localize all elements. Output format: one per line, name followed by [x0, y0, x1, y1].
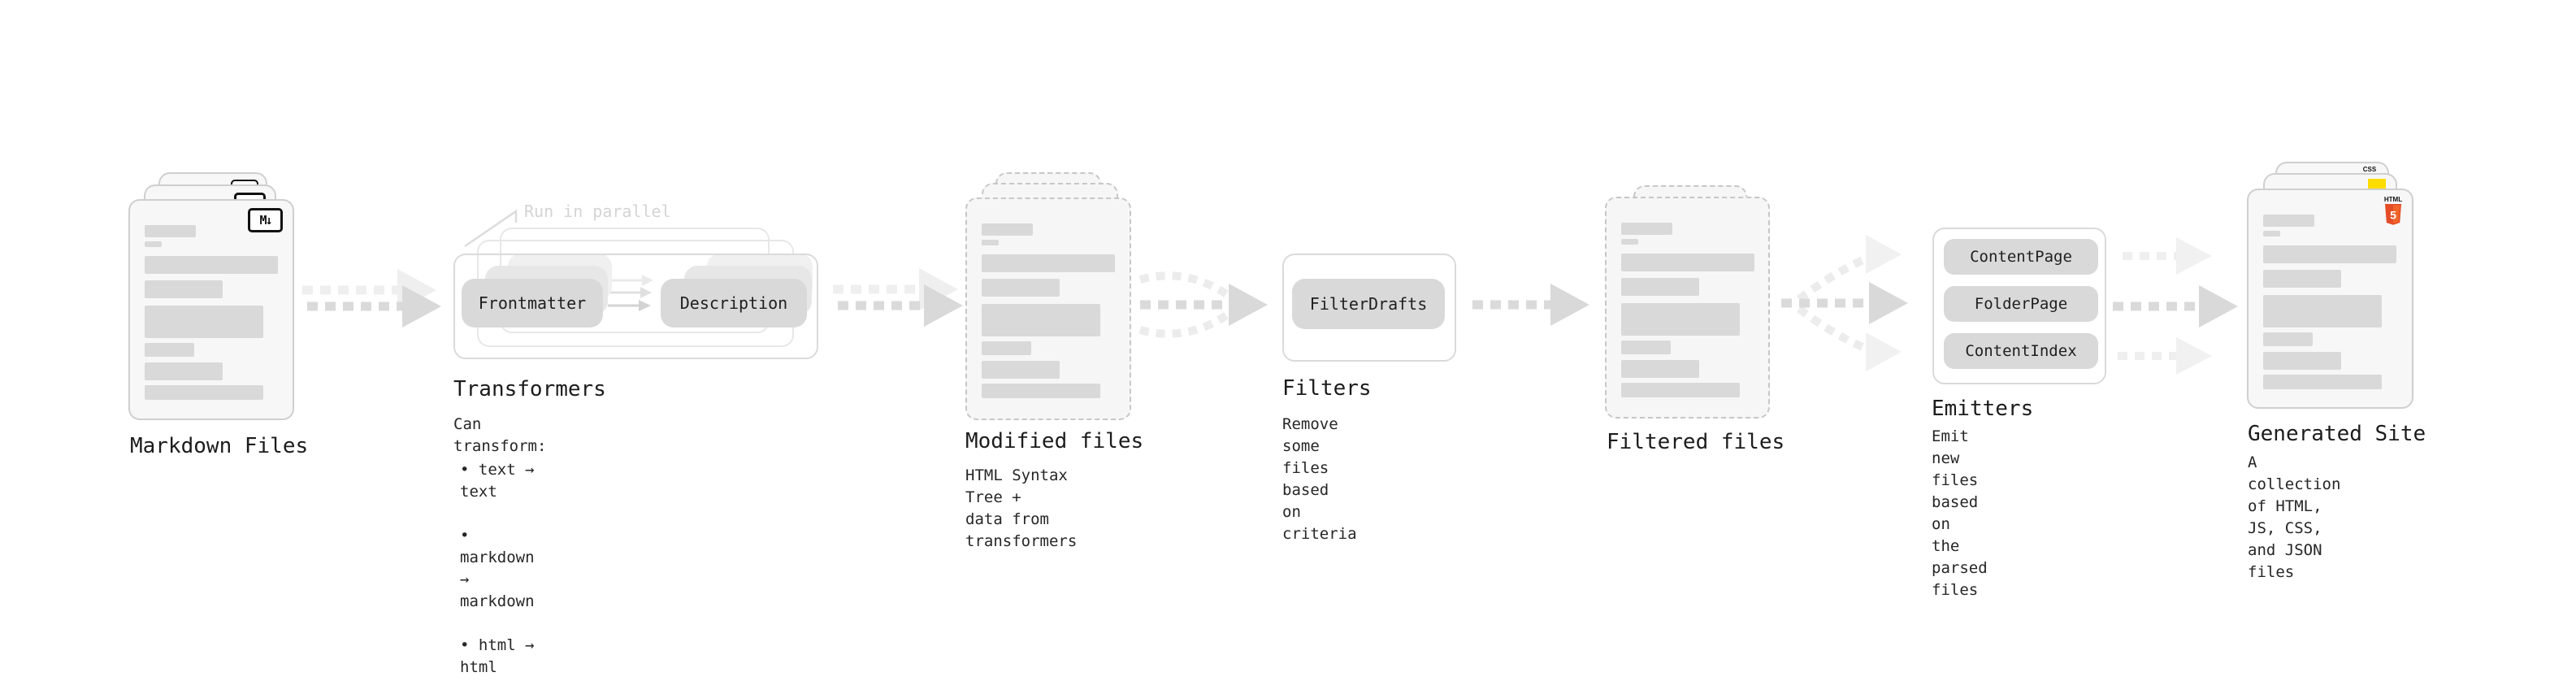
emitters-frame [1932, 228, 2106, 384]
arrow-markdown-to-transformers [302, 269, 441, 327]
emitters-caption: Emit new files based on the parsed files [1932, 427, 1988, 599]
modified-caption: HTML Syntax Tree + data from transformer… [965, 466, 1078, 550]
placeholder-text-bar [145, 385, 263, 400]
annotation-leader-line [464, 209, 518, 248]
placeholder-text-bar [982, 361, 1060, 379]
transformers-caption-heading: Can transform: [453, 415, 547, 455]
document-content-placeholder [1607, 198, 1768, 397]
svg-text:HTML: HTML [2384, 196, 2402, 203]
placeholder-text-bar [982, 240, 999, 245]
bullet-item: • text → text [460, 461, 535, 501]
markdown-icon: M↓ [248, 208, 283, 232]
stage-title-filters: Filters [1282, 376, 1372, 401]
arrow-filtered-to-emitters [1781, 235, 1908, 371]
placeholder-text-bar [145, 241, 162, 247]
placeholder-text-bar [982, 279, 1060, 297]
stage-title-filtered: Filtered files [1607, 430, 1785, 454]
stage-title-emitters: Emitters [1932, 397, 2034, 421]
transformers-bullet-list: • text → text • markdown → markdown • ht… [460, 437, 535, 681]
transformer-frame-front [453, 254, 818, 359]
emitter-node-contentpage: ContentPage [1944, 239, 2098, 275]
placeholder-text-bar [1621, 278, 1699, 296]
js-file-icon [2368, 179, 2386, 191]
placeholder-text-bar [982, 341, 1031, 355]
placeholder-text-bar [2263, 352, 2341, 370]
arrow-transformers-to-modified [833, 268, 963, 327]
placeholder-text-bar [145, 280, 223, 298]
html5-icon: HTML 5 [2384, 196, 2402, 225]
placeholder-text-bar [2263, 332, 2313, 346]
placeholder-text-bar [1621, 239, 1638, 245]
svg-text:5: 5 [2390, 209, 2396, 222]
generated-doc-html: HTML 5 [2247, 189, 2413, 409]
filters-caption: Remove some files based on criteria [1282, 415, 1357, 543]
generated-caption: A collection of HTML, JS, CSS, and JSON … [2248, 453, 2341, 581]
placeholder-text-bar [2263, 375, 2382, 389]
placeholder-text-bar [145, 343, 194, 357]
placeholder-text-bar [2263, 215, 2314, 227]
stage-title-modified: Modified files [965, 429, 1144, 453]
placeholder-text-bar [1621, 383, 1740, 397]
placeholder-text-bar [982, 223, 1033, 236]
run-in-parallel-label: Run in parallel [524, 202, 671, 221]
placeholder-text-bar [2263, 231, 2280, 236]
document-content-placeholder [2249, 190, 2412, 389]
emitter-node-folderpage: FolderPage [1944, 286, 2098, 322]
placeholder-text-bar [982, 254, 1115, 272]
placeholder-text-bar [145, 256, 278, 274]
emitter-node-contentindex: ContentIndex [1944, 333, 2098, 369]
placeholder-text-bar [1621, 360, 1699, 378]
stage-title-generated: Generated Site [2248, 422, 2426, 446]
placeholder-text-bar [145, 306, 263, 338]
bullet-item: • html → html [460, 636, 535, 676]
transformer-node-description: Description [661, 279, 807, 327]
document-content-placeholder [130, 201, 293, 400]
bullet-item: • markdown → markdown [460, 527, 535, 610]
placeholder-text-bar [2263, 270, 2341, 288]
placeholder-text-bar [982, 304, 1100, 336]
placeholder-text-bar [145, 362, 223, 380]
parallel-mini-arrows [608, 275, 653, 311]
arrow-modified-to-filters [1138, 271, 1268, 338]
placeholder-text-bar [1621, 303, 1740, 336]
document-content-placeholder [967, 199, 1130, 398]
modified-doc-front [965, 197, 1131, 420]
arrow-filters-to-filtered [1472, 284, 1589, 326]
transformer-node-frontmatter: Frontmatter [462, 279, 603, 327]
placeholder-text-bar [982, 384, 1100, 398]
placeholder-text-bar [1621, 254, 1754, 271]
arrow-emitters-to-generated [2113, 237, 2238, 375]
filters-frame [1282, 254, 1456, 362]
placeholder-text-bar [1621, 340, 1671, 354]
placeholder-text-bar [145, 225, 196, 237]
stage-title-markdown: Markdown Files [130, 434, 309, 458]
placeholder-text-bar [2263, 295, 2382, 327]
placeholder-text-bar [1621, 223, 1672, 235]
markdown-doc-front: M↓ [128, 199, 294, 420]
filter-node-filterdrafts: FilterDrafts [1292, 279, 1445, 329]
placeholder-text-bar [2263, 245, 2396, 263]
stage-title-transformers: Transformers [453, 377, 606, 401]
filtered-doc-front [1605, 197, 1770, 419]
